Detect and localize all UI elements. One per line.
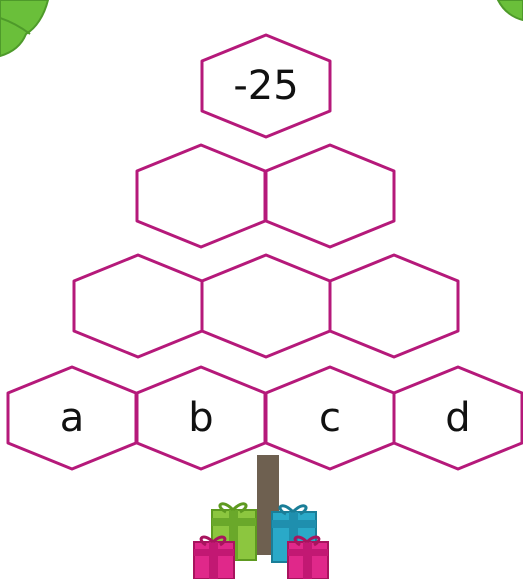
- hex-cell-value: b: [188, 395, 213, 441]
- hex-cell-row3-1: [202, 255, 330, 357]
- hex-cell-bottom-2: c: [266, 367, 394, 469]
- hex-cell-value: d: [445, 395, 470, 441]
- hex-cell-bottom-1: b: [137, 367, 265, 469]
- pyramid-grid: -25 a b c d: [8, 35, 522, 469]
- hex-cell-row2-0: [137, 145, 265, 247]
- tree-branch-icon: [0, 0, 48, 56]
- hex-cell-row3-0: [74, 255, 202, 357]
- hex-shape: [330, 255, 458, 357]
- hex-shape: [202, 255, 330, 357]
- hex-shape: [266, 145, 394, 247]
- hex-shape: [137, 145, 265, 247]
- hex-cell-value: -25: [233, 63, 298, 109]
- hex-cell-row3-2: [330, 255, 458, 357]
- hex-cell-bottom-0: a: [8, 367, 136, 469]
- hex-cell-row2-1: [266, 145, 394, 247]
- hex-cell-top-0: -25: [202, 35, 330, 137]
- pink-gift-icon: [194, 537, 234, 579]
- hex-cell-bottom-3: d: [394, 367, 522, 469]
- pink-gift-icon: [288, 537, 328, 579]
- hex-cell-value: c: [319, 395, 341, 441]
- tree-branch-icon: [498, 0, 523, 20]
- hex-cell-value: a: [60, 395, 85, 441]
- hex-shape: [74, 255, 202, 357]
